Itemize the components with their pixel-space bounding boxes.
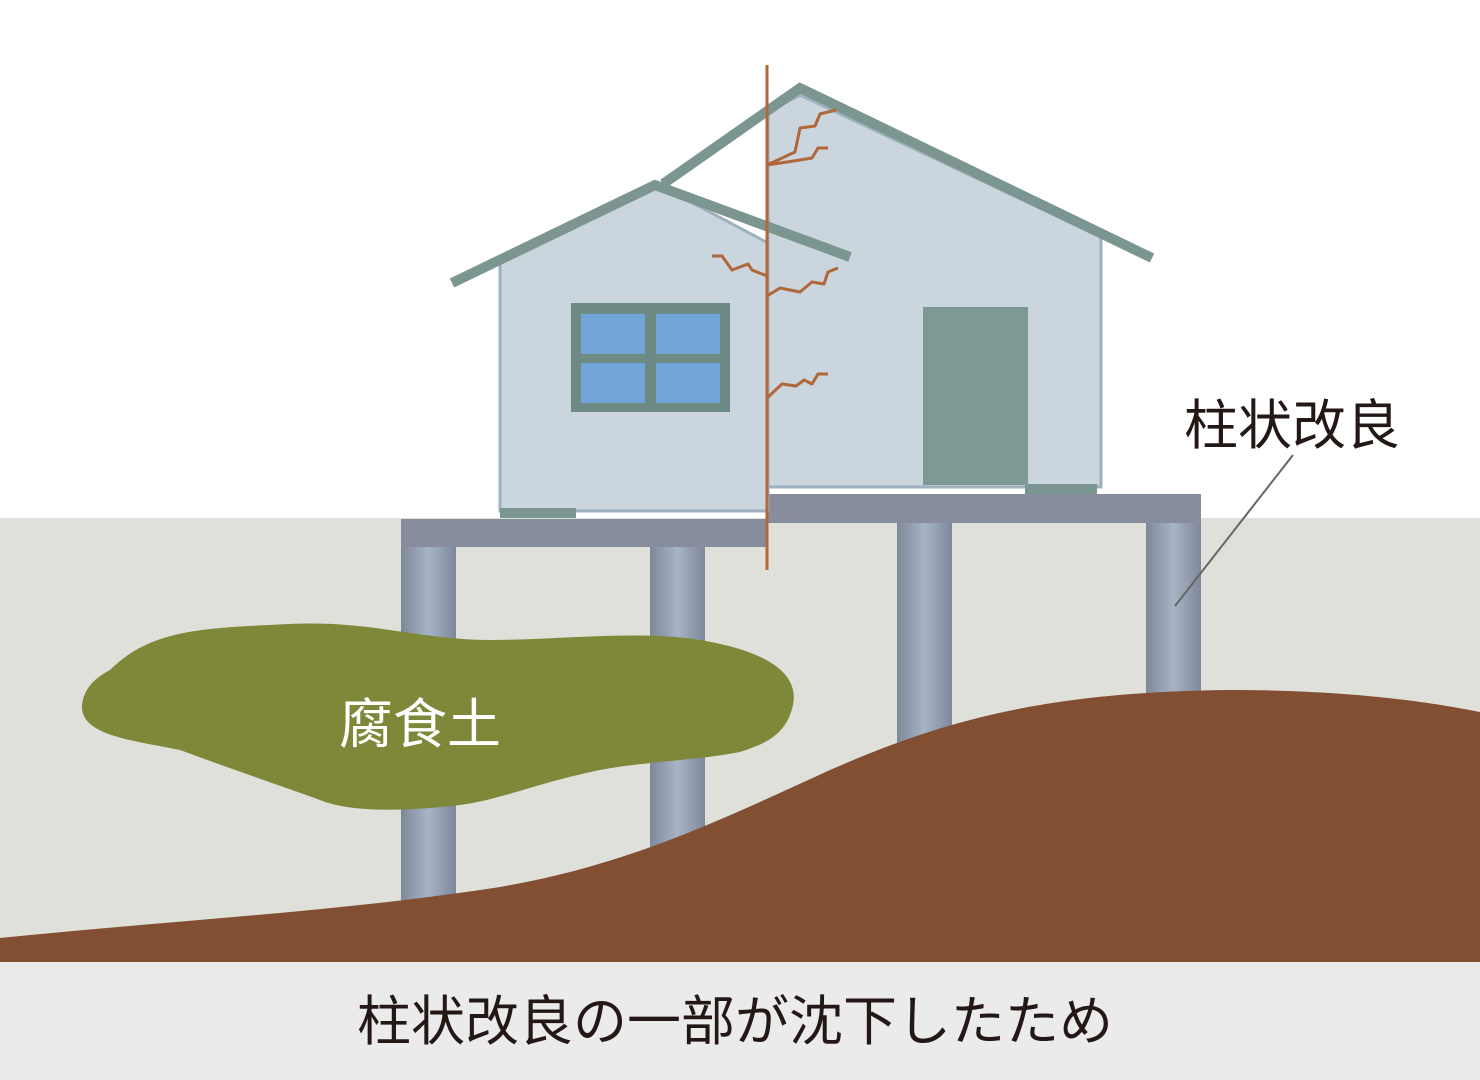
humus-soil-pocket [81, 623, 794, 810]
door [923, 307, 1028, 485]
crack [712, 65, 839, 570]
roof-front-gable [449, 179, 852, 288]
pile-4 [1146, 520, 1201, 705]
bearing-soil-layer [0, 690, 1480, 962]
foundation-slab-left [401, 519, 768, 547]
sill-left [500, 508, 576, 518]
house [449, 82, 1155, 518]
caption-bar [0, 962, 1480, 1080]
foundation-slab-right [768, 494, 1201, 523]
caption-text: 柱状改良の一部が沈下したため [357, 990, 1113, 1053]
pile-3 [897, 520, 952, 760]
columns-label: 柱状改良 [1184, 394, 1400, 457]
columns-leader-line [1174, 454, 1294, 607]
roof-main [660, 82, 1155, 263]
humus-label: 腐食土 [339, 693, 501, 756]
sill-right [1025, 484, 1097, 494]
window [571, 303, 730, 412]
ground-improvement-columns [401, 520, 1201, 915]
foundation [401, 494, 1201, 547]
